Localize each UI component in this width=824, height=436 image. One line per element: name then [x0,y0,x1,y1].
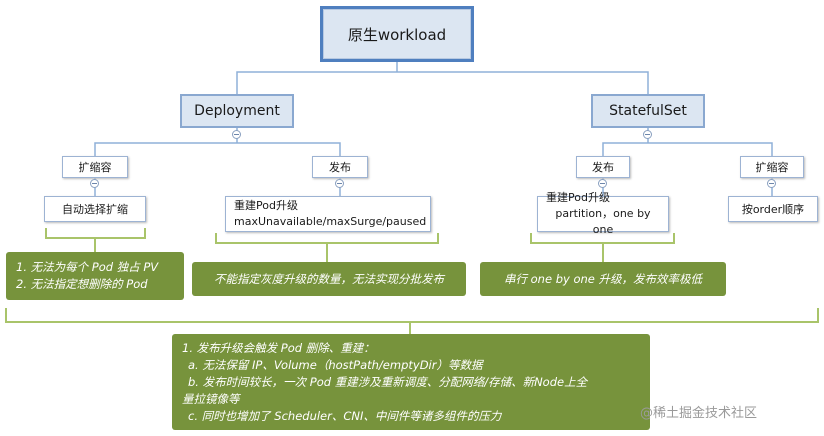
note-line: a. 无法保留 IP、Volume（hostPath/emptyDir）等数据 [188,358,483,372]
statefulset-node: StatefulSet [591,94,705,128]
deployment-scale-node: 扩缩容 [62,156,128,178]
workload-common-issues-note: 1. 发布升级会触发 Pod 删除、重建： a. 无法保留 IP、Volume（… [172,334,650,430]
note-line: 1. 无法为每个 Pod 独占 PV [16,260,159,274]
deployment-release-node: 发布 [312,156,368,178]
statefulset-scale-label: 扩缩容 [755,161,789,174]
statefulset-release-label: 发布 [592,161,614,174]
note-text: 不能指定灰度升级的数量，无法实现分批发布 [214,272,444,286]
deployment-release-detail-line2: maxUnavailable/maxSurge/paused [234,215,427,228]
collapse-icon[interactable] [90,179,99,188]
collapse-icon[interactable] [232,130,241,139]
statefulset-release-detail-line1: 重建Pod升级 [546,191,610,204]
statefulset-scale-node: 扩缩容 [740,156,804,178]
note-text: 串行 one by one 升级，发布效率极低 [503,272,703,286]
deployment-scale-detail: 自动选择扩缩 [44,196,146,222]
collapse-icon[interactable] [335,179,344,188]
note-line: 1. 发布升级会触发 Pod 删除、重建： [182,341,375,355]
deployment-scale-detail-text: 自动选择扩缩 [62,203,128,216]
statefulset-scale-detail-text: 按order顺序 [741,203,805,216]
note-line: b. 发布时间较长，一次 Pod 重建涉及重新调度、分配网络/存储、新Node上… [188,375,588,389]
root-label: 原生workload [347,25,447,44]
deployment-release-label: 发布 [329,161,351,174]
statefulset-release-detail-line2: partition，one by one [555,207,651,236]
collapse-icon[interactable] [767,179,776,188]
statefulset-scale-detail: 按order顺序 [728,196,818,222]
deployment-node: Deployment [180,94,294,128]
statefulset-label: StatefulSet [609,103,687,119]
collapse-icon[interactable] [598,179,607,188]
deployment-scale-limitation-note: 1. 无法为每个 Pod 独占 PV 2. 无法指定想删除的 Pod [6,252,184,300]
statefulset-release-node: 发布 [576,156,630,178]
statefulset-release-limitation-note: 串行 one by one 升级，发布效率极低 [480,262,726,296]
statefulset-release-detail: 重建Pod升级 partition，one by one [537,191,669,236]
root-node: 原生workload [320,6,474,62]
deployment-release-detail: 重建Pod升级 maxUnavailable/maxSurge/paused [225,196,431,232]
watermark: @稀土掘金技术社区 [640,406,758,421]
note-line: c. 同时也增加了 Scheduler、CNI、中间件等诸多组件的压力 [188,409,502,423]
deployment-release-detail-line1: 重建Pod升级 [234,199,298,212]
collapse-icon[interactable] [643,130,652,139]
note-line: 2. 无法指定想删除的 Pod [16,277,148,291]
deployment-scale-label: 扩缩容 [78,161,112,174]
deployment-label: Deployment [194,103,280,119]
deployment-release-limitation-note: 不能指定灰度升级的数量，无法实现分批发布 [192,262,466,296]
note-line: 量拉镜像等 [182,392,240,406]
